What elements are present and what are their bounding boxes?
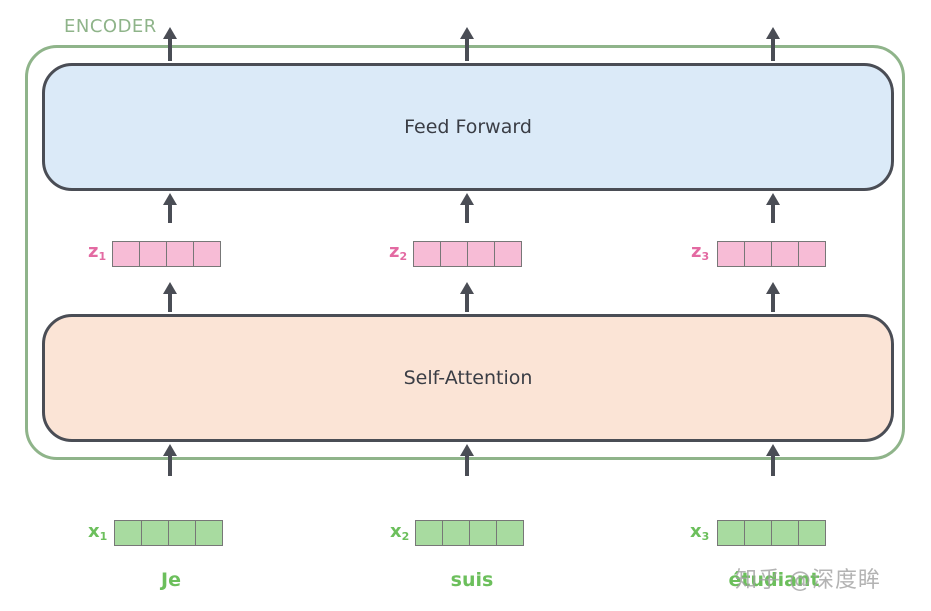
sa-to-z-arrow-2 (460, 282, 474, 312)
vector-cell (195, 520, 223, 546)
vector-cell (771, 241, 799, 267)
vector-cell (496, 520, 524, 546)
z3-vector (717, 241, 826, 267)
z3-label: z3 (691, 241, 710, 263)
vector-cell (494, 241, 522, 267)
x-to-sa-arrow-2 (460, 444, 474, 476)
vector-cell (744, 520, 772, 546)
sa-to-z-arrow-1 (163, 282, 177, 312)
vector-cell (112, 241, 140, 267)
vector-cell (440, 241, 468, 267)
vector-cell (717, 241, 745, 267)
input-word-2: suis (450, 569, 494, 591)
output-arrow-3 (766, 27, 780, 61)
vector-cell (193, 241, 221, 267)
vector-cell (141, 520, 169, 546)
self-attention-label: Self-Attention (403, 367, 533, 389)
self-attention-block: Self-Attention (42, 314, 894, 442)
vector-cell (771, 520, 799, 546)
vector-cell (114, 520, 142, 546)
z-to-ff-arrow-1 (163, 193, 177, 223)
x-to-sa-arrow-1 (163, 444, 177, 476)
output-arrow-2 (460, 27, 474, 61)
vector-cell (168, 520, 196, 546)
feed-forward-label: Feed Forward (404, 116, 532, 138)
vector-cell (413, 241, 441, 267)
sa-to-z-arrow-3 (766, 282, 780, 312)
vector-cell (467, 241, 495, 267)
x1-label: x1 (88, 521, 108, 543)
x-to-sa-arrow-3 (766, 444, 780, 476)
x2-label: x2 (390, 521, 410, 543)
encoder-label: ENCODER (62, 16, 159, 38)
vector-cell (469, 520, 497, 546)
output-arrow-1 (163, 27, 177, 61)
z1-label: z1 (88, 241, 107, 263)
vector-cell (717, 520, 745, 546)
x1-vector (114, 520, 223, 546)
vector-cell (798, 241, 826, 267)
x2-vector (415, 520, 524, 546)
vector-cell (139, 241, 167, 267)
x3-label: x3 (690, 521, 710, 543)
vector-cell (744, 241, 772, 267)
z-to-ff-arrow-3 (766, 193, 780, 223)
x3-vector (717, 520, 826, 546)
vector-cell (166, 241, 194, 267)
z2-vector (413, 241, 522, 267)
z1-vector (112, 241, 221, 267)
watermark: 知乎 @深度眸 (735, 568, 881, 593)
vector-cell (415, 520, 443, 546)
z2-label: z2 (389, 241, 408, 263)
input-word-1: Je (161, 569, 181, 591)
feed-forward-block: Feed Forward (42, 63, 894, 191)
input-word-3: étudiant (728, 569, 820, 591)
vector-cell (798, 520, 826, 546)
z-to-ff-arrow-2 (460, 193, 474, 223)
vector-cell (442, 520, 470, 546)
